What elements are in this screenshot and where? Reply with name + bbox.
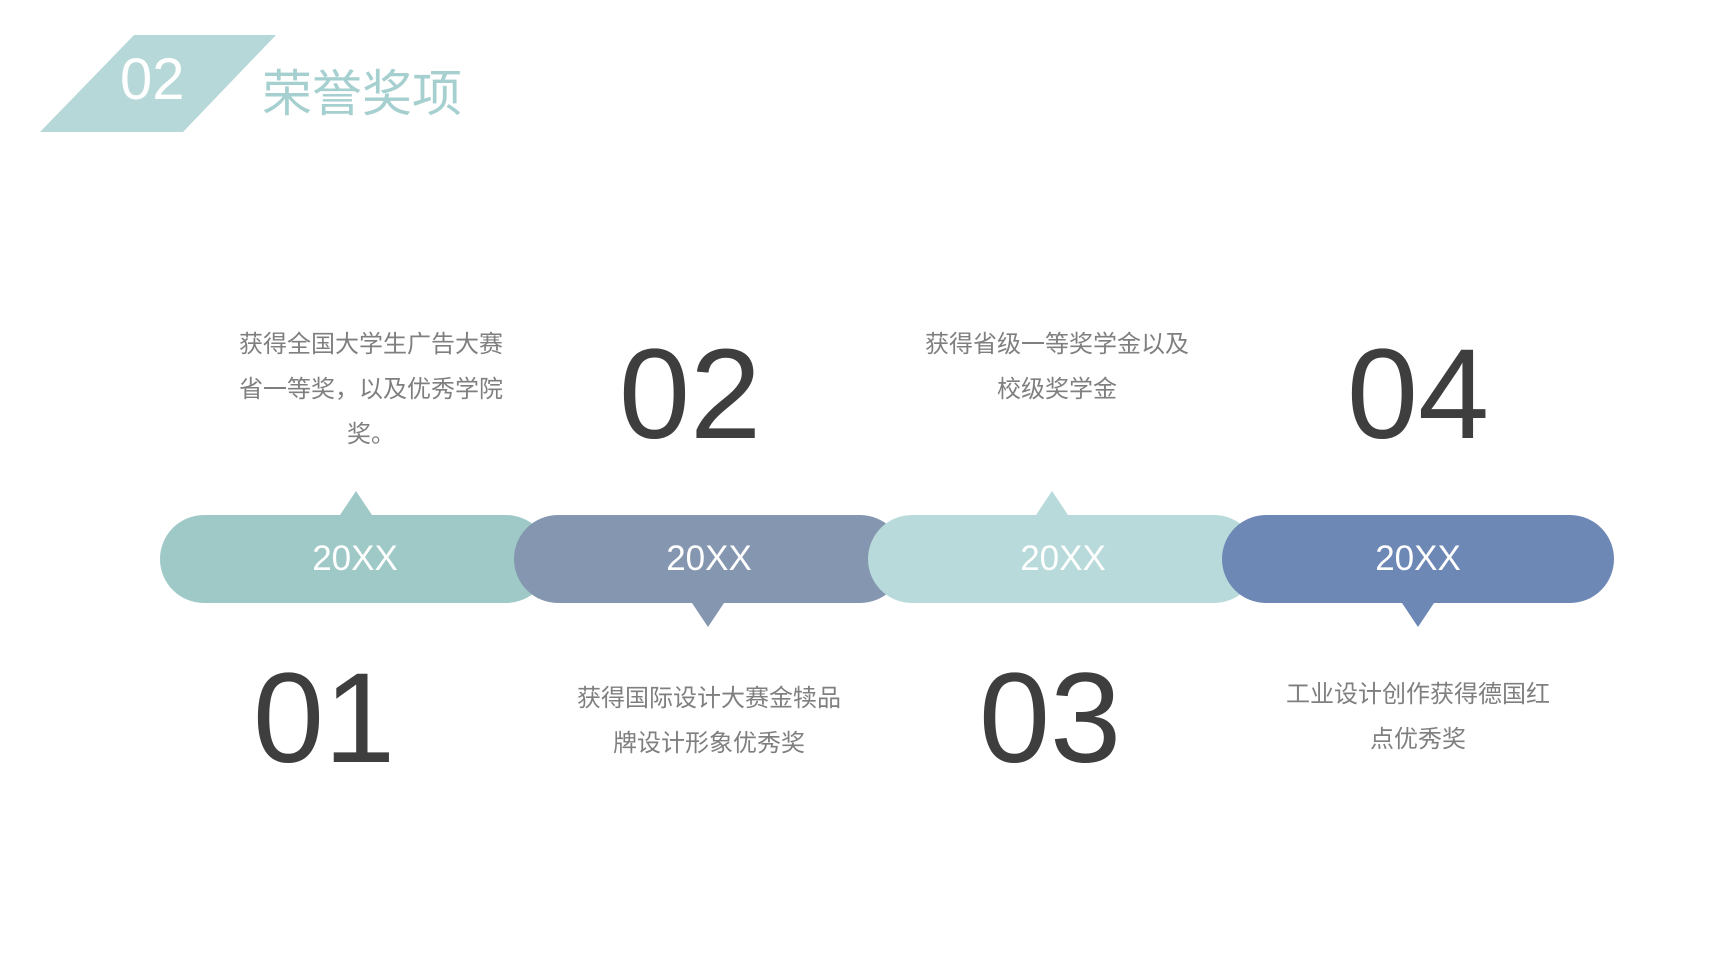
milestone-description-2: 获得国际设计大赛金犊品牌设计形象优秀奖 <box>577 684 841 757</box>
timeline-year-3: 20XX <box>1020 539 1106 578</box>
milestone-description-3: 获得省级一等奖学金以及校级奖学金 <box>925 330 1189 403</box>
timeline-year-4: 20XX <box>1375 539 1461 578</box>
timeline-year-2: 20XX <box>666 539 752 578</box>
milestone-number-3: 03 <box>978 647 1122 790</box>
timeline-year-1: 20XX <box>312 539 398 578</box>
page-title: 荣誉奖项 <box>262 65 462 123</box>
section-number-badge <box>40 35 276 132</box>
timeline-pill-2: 20XX <box>514 515 904 603</box>
pointer-up-3 <box>1036 491 1068 515</box>
milestone-description-4: 工业设计创作获得德国红点优秀奖 <box>1286 680 1550 753</box>
milestone-description-1: 获得全国大学生广告大赛省一等奖，以及优秀学院奖。 <box>239 330 503 448</box>
pointer-up-1 <box>340 491 372 515</box>
timeline-pill-3: 20XX <box>868 515 1258 603</box>
timeline-pill-4: 20XX <box>1222 515 1614 603</box>
milestone-number-4: 04 <box>1346 323 1490 466</box>
milestone-number-2: 02 <box>618 323 762 466</box>
pointer-down-2 <box>692 603 724 627</box>
pointer-down-4 <box>1402 603 1434 627</box>
timeline-pill-1: 20XX <box>160 515 550 603</box>
milestone-number-1: 01 <box>252 647 396 790</box>
section-number: 02 <box>120 47 185 112</box>
